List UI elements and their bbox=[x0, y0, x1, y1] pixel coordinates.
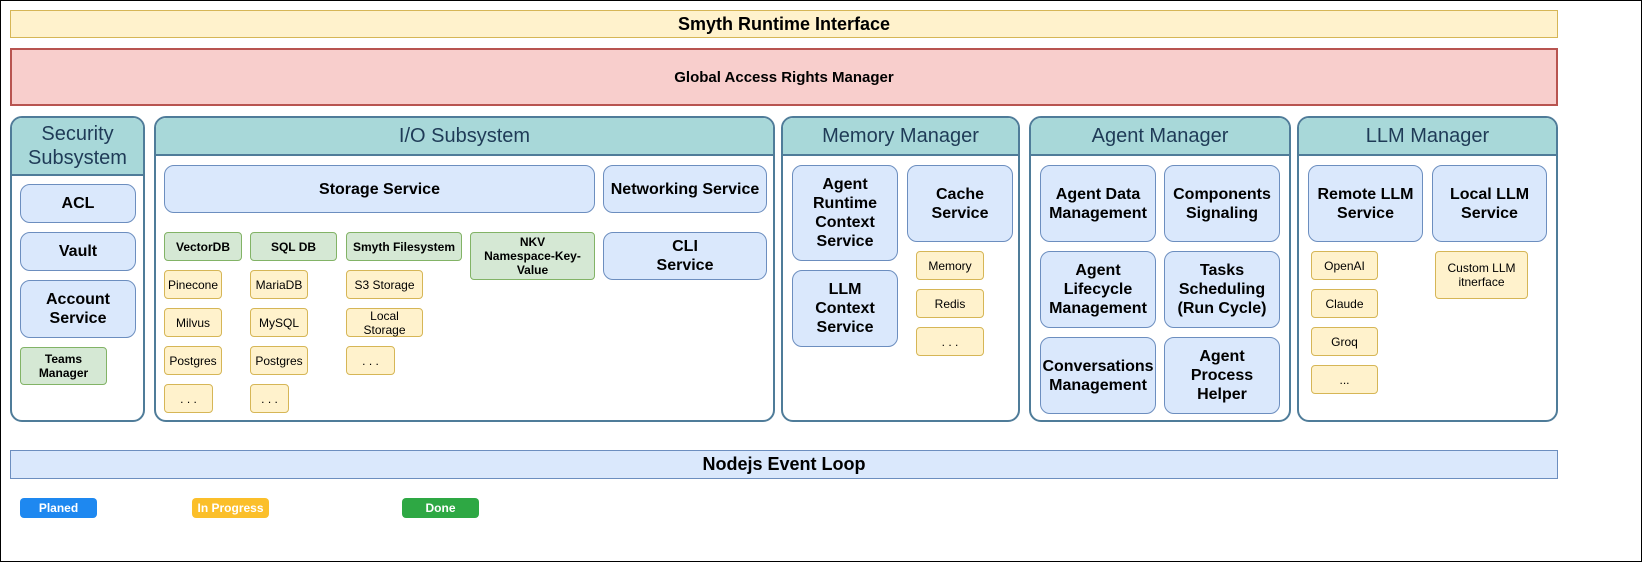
cache-item: Redis bbox=[916, 289, 984, 318]
memory-manager-panel: Memory Manager Agent Runtime Context Ser… bbox=[781, 116, 1020, 422]
vault-service: Vault bbox=[20, 232, 136, 271]
memory-manager-title: Memory Manager bbox=[783, 118, 1018, 156]
cache-item: . . . bbox=[916, 327, 984, 356]
remote-llm-item: Groq bbox=[1311, 327, 1378, 356]
llm-context-service: LLM Context Service bbox=[792, 270, 898, 347]
conversations-management: Conversations Management bbox=[1040, 337, 1156, 414]
smyth-filesystem-box: Smyth Filesystem bbox=[346, 232, 462, 261]
nkv-box: NKV Namespace-Key- Value bbox=[470, 232, 595, 280]
access-rights-bar: Global Access Rights Manager bbox=[10, 48, 1558, 106]
components-signaling: Components Signaling bbox=[1164, 165, 1280, 242]
teams-manager: Teams Manager bbox=[20, 347, 107, 385]
agent-data-management: Agent Data Management bbox=[1040, 165, 1156, 242]
llm-manager-panel: LLM Manager Remote LLM Service Local LLM… bbox=[1297, 116, 1558, 422]
vectordb-box: VectorDB bbox=[164, 232, 242, 261]
remote-llm-item: ... bbox=[1311, 365, 1378, 394]
agent-manager-panel: Agent Manager Agent Data Management Comp… bbox=[1029, 116, 1291, 422]
remote-llm-item: OpenAI bbox=[1311, 251, 1378, 280]
vectordb-item: Postgres bbox=[164, 346, 222, 375]
llm-manager-title: LLM Manager bbox=[1299, 118, 1556, 156]
security-subsystem-panel: Security Subsystem ACL Vault Account Ser… bbox=[10, 116, 145, 422]
agent-runtime-context-service: Agent Runtime Context Service bbox=[792, 165, 898, 261]
acl-service: ACL bbox=[20, 184, 136, 223]
vectordb-item: . . . bbox=[164, 384, 213, 413]
filesystem-item: . . . bbox=[346, 346, 395, 375]
agent-process-helper: Agent Process Helper bbox=[1164, 337, 1280, 414]
legend-done: Done bbox=[402, 498, 479, 518]
filesystem-item: S3 Storage bbox=[346, 270, 423, 299]
cli-service: CLI Service bbox=[603, 232, 767, 280]
legend-in-progress: In Progress bbox=[192, 498, 269, 518]
cache-service: Cache Service bbox=[907, 165, 1013, 242]
security-subsystem-title: Security Subsystem bbox=[12, 118, 143, 176]
remote-llm-service: Remote LLM Service bbox=[1308, 165, 1423, 242]
networking-service: Networking Service bbox=[603, 165, 767, 213]
local-llm-service: Local LLM Service bbox=[1432, 165, 1547, 242]
custom-llm-interface: Custom LLM itnerface bbox=[1435, 251, 1528, 299]
agent-lifecycle-management: Agent Lifecycle Management bbox=[1040, 251, 1156, 328]
sqldb-item: . . . bbox=[250, 384, 289, 413]
agent-manager-title: Agent Manager bbox=[1031, 118, 1289, 156]
vectordb-item: Milvus bbox=[164, 308, 222, 337]
account-service: Account Service bbox=[20, 280, 136, 338]
remote-llm-item: Claude bbox=[1311, 289, 1378, 318]
storage-service: Storage Service bbox=[164, 165, 595, 213]
sqldb-item: Postgres bbox=[250, 346, 308, 375]
sqldb-box: SQL DB bbox=[250, 232, 337, 261]
nodejs-event-loop-bar: Nodejs Event Loop bbox=[10, 450, 1558, 479]
sqldb-item: MariaDB bbox=[250, 270, 308, 299]
filesystem-item: Local Storage bbox=[346, 308, 423, 337]
tasks-scheduling: Tasks Scheduling (Run Cycle) bbox=[1164, 251, 1280, 328]
cache-item: Memory bbox=[916, 251, 984, 280]
io-subsystem-title: I/O Subsystem bbox=[156, 118, 773, 156]
vectordb-item: Pinecone bbox=[164, 270, 222, 299]
io-subsystem-panel: I/O Subsystem Storage Service Networking… bbox=[154, 116, 775, 422]
legend-planned: Planed bbox=[20, 498, 97, 518]
sqldb-item: MySQL bbox=[250, 308, 308, 337]
runtime-interface-bar: Smyth Runtime Interface bbox=[10, 10, 1558, 38]
